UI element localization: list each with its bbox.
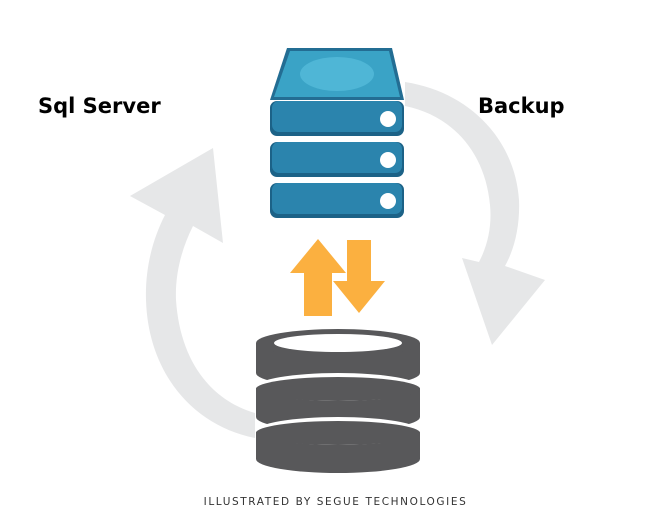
- sync-arrows-icon: [290, 239, 385, 316]
- up-arrow-icon: [290, 239, 346, 316]
- illustration-credit: ILLUSTRATED BY SEGUE TECHNOLOGIES: [203, 496, 468, 508]
- server-icon: [270, 48, 404, 218]
- server-unit: [270, 101, 404, 136]
- server-led: [380, 152, 396, 168]
- server-lid-oval: [300, 57, 374, 91]
- server-led: [380, 193, 396, 209]
- server-unit: [270, 142, 404, 177]
- cycle-arrows-icon: [130, 82, 545, 438]
- database-disc: [256, 417, 420, 473]
- cycle-arrow-left: [130, 148, 255, 438]
- database-disc-top: [274, 334, 402, 352]
- cycle-arrow-right: [405, 82, 545, 345]
- server-unit: [270, 183, 404, 218]
- database-icon: [256, 329, 420, 473]
- server-led: [380, 111, 396, 127]
- down-arrow-icon: [333, 240, 385, 313]
- sql-server-label: Sql Server: [38, 94, 161, 118]
- backup-label: Backup: [478, 94, 565, 118]
